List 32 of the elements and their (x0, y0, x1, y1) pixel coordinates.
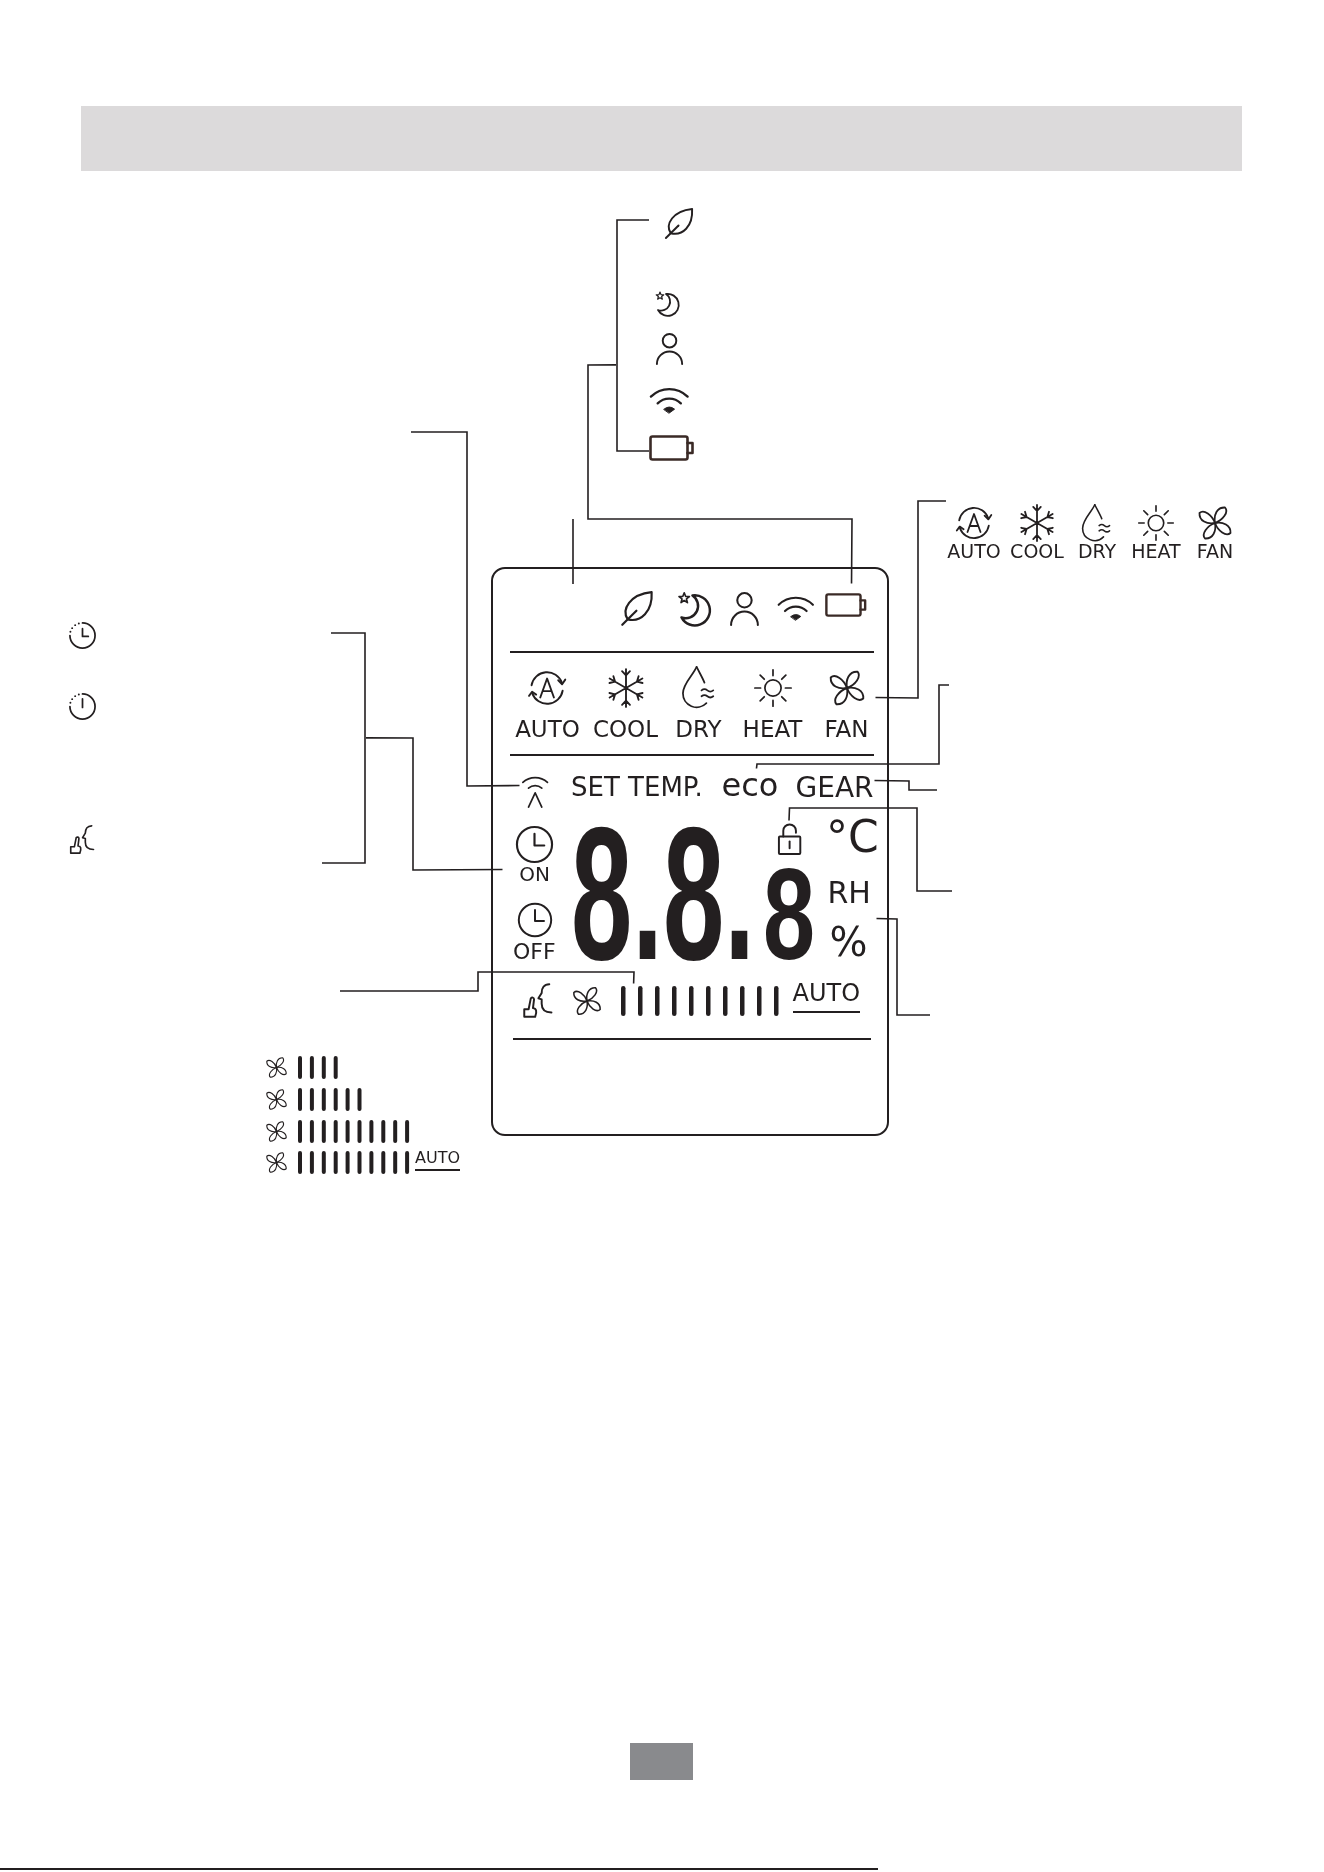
indicator-label: GEAR (795, 773, 874, 802)
mode-label: DRY (675, 717, 722, 741)
leader-line (572, 364, 853, 585)
mode-label: COOL (1010, 542, 1064, 561)
mode-label: COOL (592, 717, 659, 741)
leader-line (874, 500, 947, 699)
auto-label: AUTO (415, 1150, 461, 1171)
leader-line (410, 431, 521, 787)
mode-label: DRY (1077, 542, 1117, 561)
mode-label: FAN (1196, 542, 1234, 561)
indicator-label: SET TEMP. (571, 774, 703, 800)
mode-label: FAN (824, 717, 869, 741)
leader-line (365, 737, 504, 871)
mode-label: HEAT (1131, 542, 1181, 561)
mode-label: AUTO (947, 542, 1001, 561)
mode-label: HEAT (742, 717, 803, 741)
leader-line (788, 807, 953, 892)
segment-digits: 8 (763, 864, 816, 966)
leader-line (875, 917, 931, 1016)
leader-line (339, 971, 635, 992)
unit-label: % (829, 921, 868, 962)
timer-label: OFF (513, 941, 556, 963)
segment-digits: 8.8. (571, 819, 755, 968)
unit-label: RH (827, 877, 871, 908)
mode-label: AUTO (515, 717, 580, 741)
leader-line (873, 779, 938, 791)
timer-label: ON (519, 863, 550, 884)
leader-line (755, 684, 950, 770)
unit-label: °C (826, 815, 879, 859)
lcd-panel (491, 567, 889, 1136)
indicator-label: eco (721, 768, 779, 801)
auto-label: AUTO (792, 980, 861, 1013)
